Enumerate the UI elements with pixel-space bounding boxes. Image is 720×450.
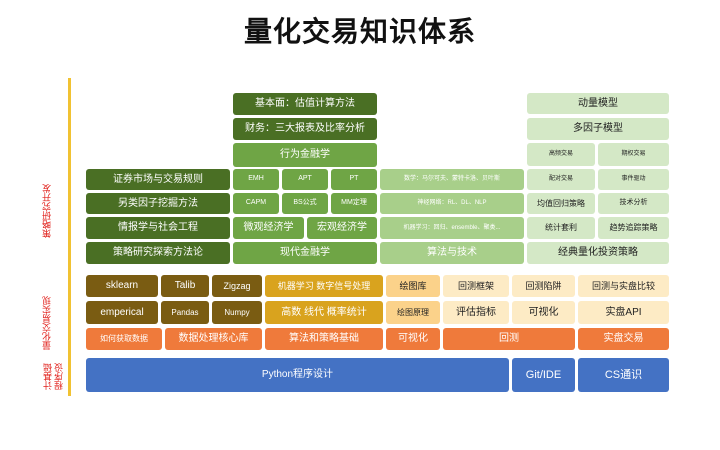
block-hft: 高频交易	[527, 143, 595, 166]
block-statistical-arbitrage: 统计套利	[527, 217, 595, 239]
block-momentum-model: 动量模型	[527, 93, 669, 114]
block-ml-signal-processing: 机器学习 数字信号处理	[265, 275, 383, 297]
block-macroeconomics: 宏观经济学	[307, 217, 377, 239]
block-pairs-trading: 配对交易	[527, 169, 595, 190]
block-mean-reversion: 均值回归策略	[527, 193, 595, 214]
block-how-to-get-data: 如何获取数据	[86, 328, 162, 350]
block-apt: APT	[282, 169, 328, 190]
block-talib: Talib	[161, 275, 209, 297]
block-data-processing-libs: 数据处理核心库	[165, 328, 262, 350]
block-git-ide: Git/IDE	[512, 358, 575, 392]
block-backtest: 回测	[443, 328, 575, 350]
block-plotting-library: 绘图库	[386, 275, 440, 297]
block-pt: PT	[331, 169, 377, 190]
block-capm: CAPM	[233, 193, 279, 214]
block-emh: EMH	[233, 169, 279, 190]
block-cs-fundamentals: CS通识	[578, 358, 669, 392]
block-classic-quant-strategies: 经典量化投资策略	[527, 242, 669, 264]
block-alt-factor-mining: 另类因子挖掘方法	[86, 193, 230, 214]
block-numpy: Numpy	[212, 301, 262, 324]
block-plotting-principles: 绘图原理	[386, 301, 440, 324]
block-behavioral-finance: 行为金融学	[233, 143, 377, 167]
block-zigzag: Zigzag	[212, 275, 262, 297]
axis-label-programming-b: 计基础	[43, 363, 53, 390]
block-evaluation-metrics: 评估指标	[443, 301, 509, 324]
block-advanced-math: 高数 线代 概率统计	[265, 301, 383, 324]
block-math-methods: 数学：马尔可夫、蒙特卡洛、贝叶斯	[380, 169, 524, 190]
block-backtest-vs-live: 回测与实盘比较	[578, 275, 669, 297]
block-live-trading: 实盘交易	[578, 328, 669, 350]
block-multifactor-model: 多因子模型	[527, 118, 669, 140]
block-financial-statements: 财务：三大报表及比率分析	[233, 118, 377, 140]
block-bs-formula: BS公式	[282, 193, 328, 214]
block-modern-finance: 现代金融学	[233, 242, 377, 264]
block-pandas: Pandas	[161, 301, 209, 324]
axis-label-strategy: 策略研究开发	[42, 184, 52, 238]
block-visualization: 可视化	[386, 328, 440, 350]
block-mm-theorem: MM定理	[331, 193, 377, 214]
axis-label-quant: 量化交易实现	[42, 296, 52, 350]
block-algorithms-technology: 算法与技术	[380, 242, 524, 264]
block-python-programming: Python程序设计	[86, 358, 509, 392]
block-visualization-cream: 可视化	[512, 301, 575, 324]
block-options-trading: 期权交易	[598, 143, 669, 166]
block-emperical: emperical	[86, 301, 158, 324]
block-securities-market-rules: 证券市场与交易规则	[86, 169, 230, 190]
block-event-driven: 事件驱动	[598, 169, 669, 190]
axis-label-programming-a: 程序设	[54, 363, 64, 390]
block-machine-learning: 机器学习：回归、ensemble、聚类...	[380, 217, 524, 239]
block-fundamental-valuation: 基本面：估值计算方法	[233, 93, 377, 115]
block-microeconomics: 微观经济学	[233, 217, 304, 239]
block-backtest-framework: 回测框架	[443, 275, 509, 297]
block-technical-analysis: 技术分析	[598, 193, 669, 214]
block-live-api: 实盘API	[578, 301, 669, 324]
block-backtest-pitfalls: 回测陷阱	[512, 275, 575, 297]
block-neural-networks: 神经网络：RL、DL、NLP	[380, 193, 524, 214]
block-strategy-research-methodology: 策略研究探索方法论	[86, 242, 230, 264]
vertical-axis	[68, 78, 71, 396]
block-algorithm-strategy-basics: 算法和策略基础	[265, 328, 383, 350]
block-sklearn: sklearn	[86, 275, 158, 297]
block-intelligence-social-engineering: 情报学与社会工程	[86, 217, 230, 239]
block-trend-following: 趋势追踪策略	[598, 217, 669, 239]
page-title: 量化交易知识体系	[243, 16, 476, 47]
